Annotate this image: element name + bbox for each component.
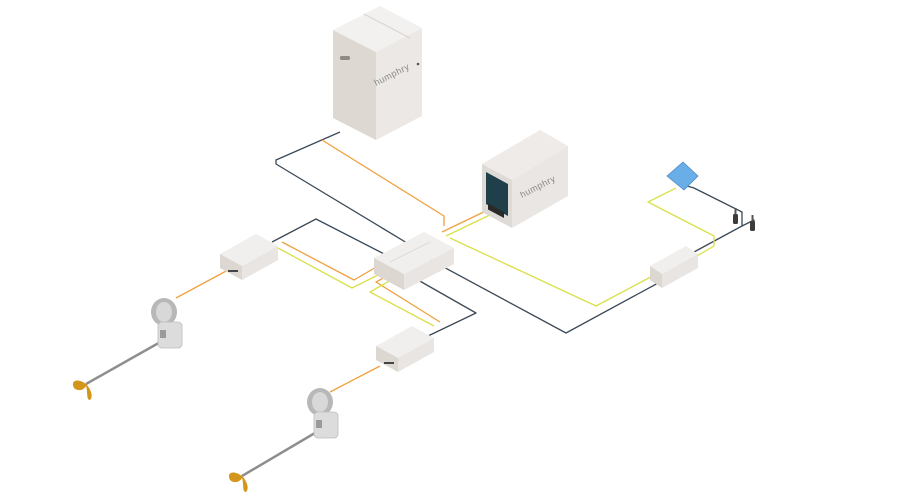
cable-orange-left-box-to-motor [175, 269, 229, 299]
solar-panel-surface [666, 161, 699, 191]
cables [175, 131, 755, 393]
cable-dark-left-box-to-hub [271, 218, 393, 259]
right-box-front [650, 266, 662, 288]
motor-upper-propeller [72, 380, 92, 400]
junction-box-right [650, 246, 698, 288]
cable-dark-hub-to-lower-box [417, 279, 477, 337]
cabinet-top [333, 6, 422, 52]
cable-yellow-right-box-to-solar [647, 187, 715, 261]
right-box-top [650, 246, 698, 274]
hub-front [374, 258, 404, 290]
cabinet-handle [340, 56, 350, 60]
sensor-left [733, 214, 738, 224]
sensor-pair [733, 208, 755, 231]
cable-yellow-hub-to-left-box [277, 247, 389, 289]
solar-panel [666, 161, 699, 191]
cabinet-side [376, 28, 422, 140]
lower-box-front [376, 346, 398, 372]
lower-box-top [376, 326, 434, 358]
monitor-top [482, 130, 568, 180]
right-box-side [662, 254, 698, 288]
cable-orange-lower-box-to-motor [329, 365, 381, 393]
junction-box-lower [376, 326, 434, 372]
left-box-side [242, 246, 278, 280]
outboard-motor-upper [72, 298, 183, 400]
monitor-screen [486, 172, 508, 216]
monitor-side [512, 146, 568, 228]
cable-orange-cabinet-to-hub [321, 139, 445, 226]
motor-upper-body [157, 321, 183, 349]
motor-lower-shaft [241, 428, 321, 478]
hub-top [374, 232, 454, 274]
main-cabinet: humphry [333, 6, 422, 140]
cable-orange-hub-to-left-box [281, 241, 379, 281]
left-box-front [220, 254, 242, 280]
control-monitor: humphry [482, 130, 568, 228]
central-hub [374, 232, 454, 290]
lower-box-side [398, 338, 434, 372]
cable-yellow-hub-to-monitor [445, 211, 497, 237]
motor-upper-shaft [85, 338, 165, 386]
left-box-top [220, 234, 278, 266]
cable-yellow-hub-to-right-box [449, 237, 661, 307]
sensor-right [750, 221, 755, 231]
cable-dark-right-box-to-solar [679, 183, 743, 253]
outboard-motor-lower [228, 388, 339, 492]
motor-lower-propeller [228, 472, 248, 492]
hub-side [404, 248, 454, 290]
motor-lower-body [313, 411, 339, 439]
junction-box-left [220, 234, 278, 280]
